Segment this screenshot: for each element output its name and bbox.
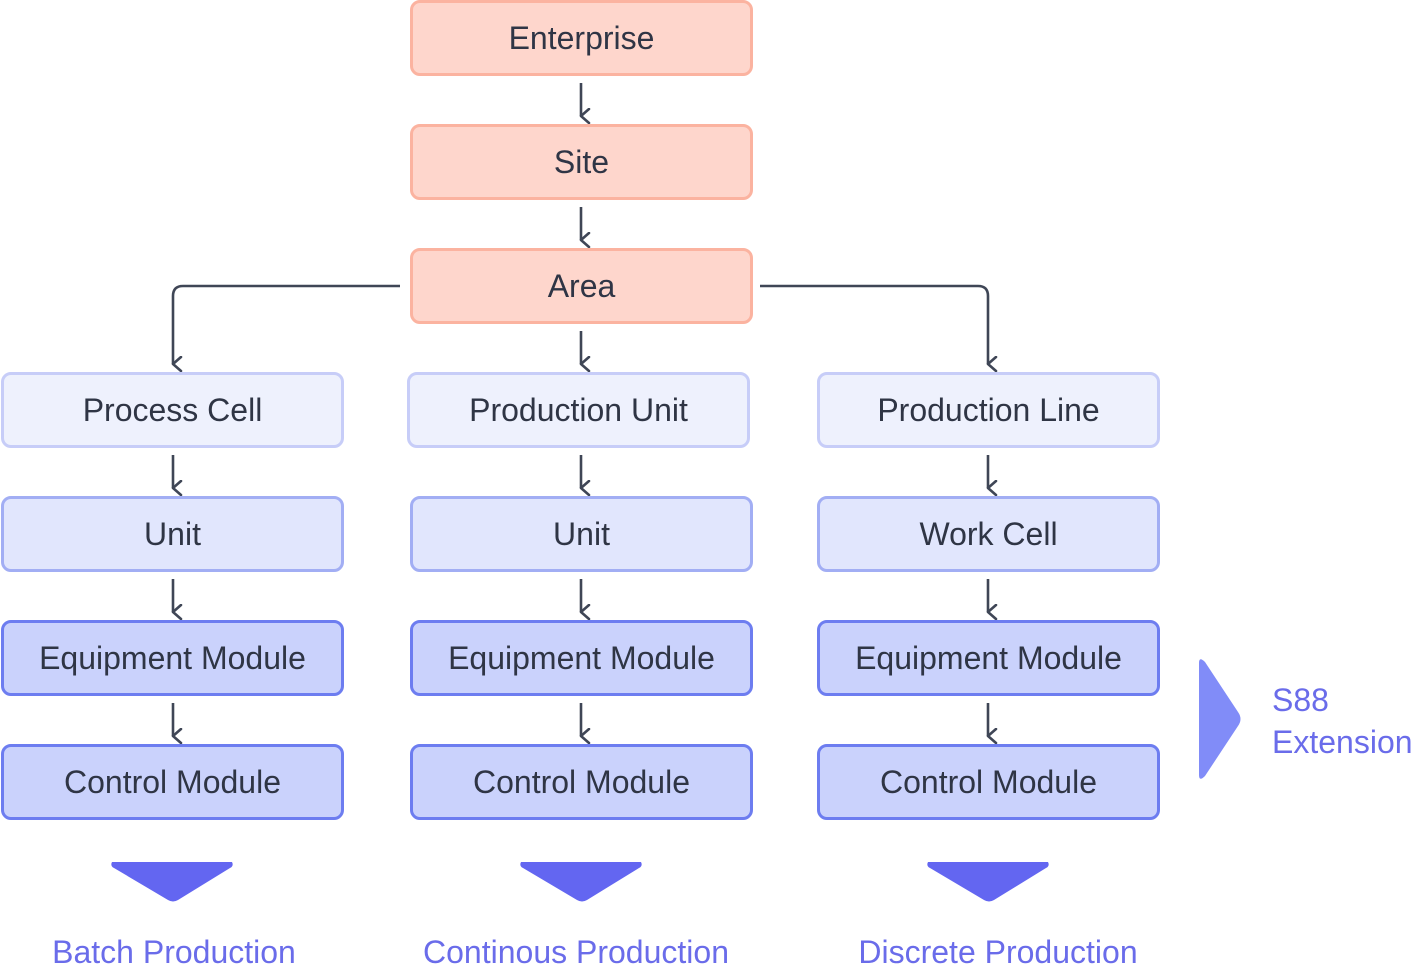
production-line-box: Production Line — [817, 372, 1160, 448]
continuous-equipment-module-label: Equipment Module — [448, 639, 715, 676]
enterprise-label: Enterprise — [508, 19, 655, 56]
batch-production-chevron-icon — [111, 862, 233, 902]
work-cell-box: Work Cell — [817, 496, 1160, 572]
discrete-control-module-box: Control Module — [817, 744, 1160, 820]
discrete-production-label: Discrete Production — [858, 934, 1138, 970]
discrete-production-chevron-icon — [927, 862, 1049, 902]
batch-control-module-label: Control Module — [64, 763, 281, 800]
discrete-control-module-label: Control Module — [880, 763, 1097, 800]
continuous-control-module-box: Control Module — [410, 744, 753, 820]
continuous-equipment-module-box: Equipment Module — [410, 620, 753, 696]
continuous-production-chevron-icon — [520, 862, 642, 902]
area-label: Area — [547, 267, 616, 304]
s88-label: S88 — [1272, 682, 1329, 718]
site-box: Site — [410, 124, 753, 200]
batch-production-label: Batch Production — [52, 934, 296, 970]
arrow-area-to-process-cell — [171, 284, 400, 364]
continuous-unit-label: Unit — [553, 515, 610, 552]
s88-extension-label: S88 Extension — [1272, 679, 1413, 763]
area-box: Area — [410, 248, 753, 324]
production-unit-label: Production Unit — [469, 391, 688, 428]
production-unit-box: Production Unit — [407, 372, 750, 448]
batch-control-module-box: Control Module — [1, 744, 344, 820]
site-label: Site — [553, 143, 610, 180]
batch-equipment-module-label: Equipment Module — [39, 639, 306, 676]
process-cell-label: Process Cell — [82, 391, 263, 428]
work-cell-label: Work Cell — [919, 515, 1058, 552]
extension-label: Extension — [1272, 724, 1413, 760]
process-cell-box: Process Cell — [1, 372, 344, 448]
continuous-control-module-label: Control Module — [473, 763, 690, 800]
production-line-label: Production Line — [877, 391, 1100, 428]
discrete-equipment-module-box: Equipment Module — [817, 620, 1160, 696]
batch-unit-box: Unit — [1, 496, 344, 572]
s88-extension-chevron-icon — [1199, 659, 1241, 779]
batch-unit-label: Unit — [144, 515, 201, 552]
continuous-production-label: Continous Production — [423, 934, 729, 970]
enterprise-box: Enterprise — [410, 0, 753, 76]
batch-equipment-module-box: Equipment Module — [1, 620, 344, 696]
discrete-equipment-module-label: Equipment Module — [855, 639, 1122, 676]
continuous-unit-box: Unit — [410, 496, 753, 572]
arrow-area-to-production-line — [760, 284, 988, 364]
